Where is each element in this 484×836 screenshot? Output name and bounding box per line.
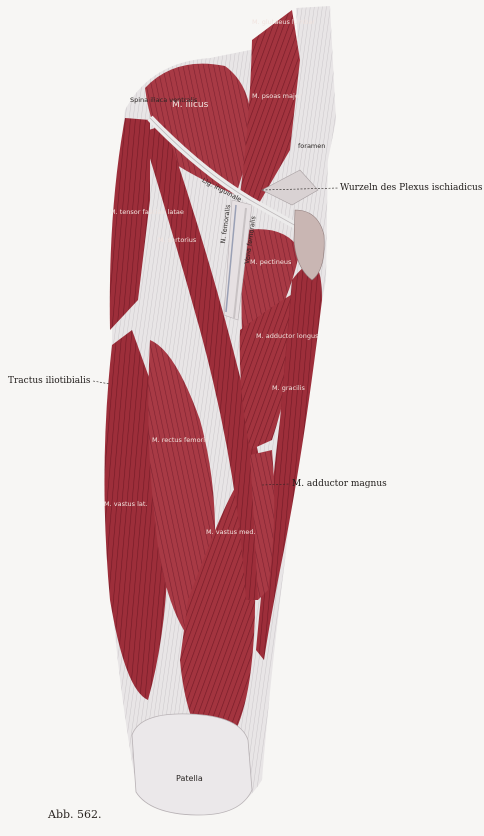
leader-adductor-magnus: [261, 483, 291, 486]
label-tractus-iliotibialis: Tractus iliotibialis: [8, 376, 91, 386]
label-m-pectineus: M. pectineus: [250, 258, 292, 266]
label-m-sartorius: M. sartorius: [158, 236, 197, 244]
pectineus-muscle: [241, 229, 300, 345]
label-wurzeln-plexus: Wurzeln des Plexus ischiadicus: [340, 183, 483, 193]
vastus-medialis-muscle: [180, 480, 256, 760]
label-patella: Patella: [176, 774, 203, 783]
gracilis-muscle: [256, 264, 322, 660]
tensor-fasciae-latae-muscle: [109, 118, 150, 330]
leader-wurzeln: [261, 187, 339, 191]
label-m-vastus-lateralis: M. vastus lat.: [104, 500, 148, 508]
label-m-adductor-magnus: M. adductor magnus: [292, 479, 387, 489]
adductor-magnus-muscle: [250, 450, 275, 600]
psoas-major-muscle: [240, 10, 300, 205]
label-m-psoas-major: M. psoas major: [252, 92, 302, 100]
rectus-femoris-muscle: [148, 340, 216, 640]
label-spina-iliaca: Spina iliaca ventralis: [130, 96, 198, 104]
femoral-vessels: [223, 199, 253, 321]
pubic-bone: [293, 209, 325, 281]
sartorius-muscle: [142, 125, 262, 600]
label-m-tensor-fasciae-latae: M. tensor fasciae latae: [110, 208, 184, 216]
label-m-iliacus: M. ilicus: [172, 100, 209, 110]
label-m-adductor-longus: M. adductor longus: [256, 332, 319, 340]
patella-shape: [131, 713, 253, 816]
upper-tendon: [296, 6, 336, 200]
adductor-longus-muscle: [239, 290, 300, 450]
figure-caption: Abb. 562.: [48, 808, 102, 821]
plexus-roots: [261, 169, 319, 206]
iliacus-muscle: [145, 63, 252, 195]
label-m-gracilis: M. gracilis: [272, 384, 305, 392]
label-m-rectus-femoris: M. rectus femoris: [152, 436, 209, 444]
leader-tractus: [92, 380, 111, 385]
label-m-glutaeus-lumbar: M. glutaeus lumbar: [252, 18, 315, 26]
label-m-vastus-medialis: M. vastus med.: [206, 528, 256, 536]
label-foramen: foramen: [298, 142, 326, 150]
